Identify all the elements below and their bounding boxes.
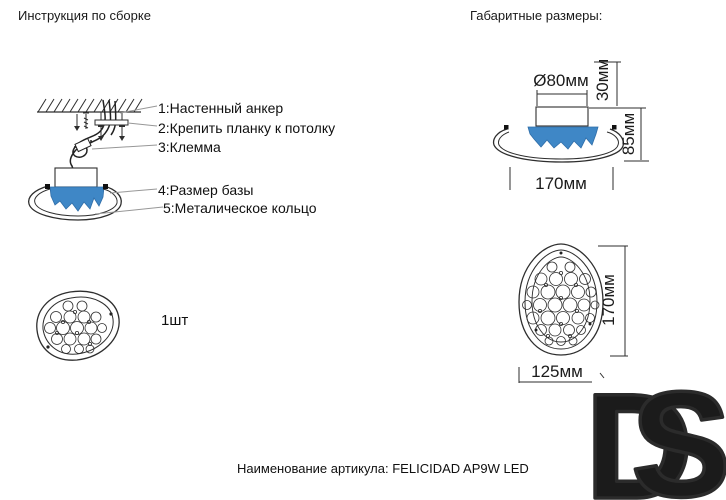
anchor-screw [74,112,89,131]
lamp-base [54,167,98,188]
dim-width: 170мм [535,174,587,193]
dim-base-height-lines [594,61,621,106]
side-view-crystals [527,126,599,150]
ds-logo: D S [583,376,726,500]
instruction-title: Инструкция по сборке [18,8,151,23]
part-label-3: 3:Клемма [158,139,221,155]
article-value: FELICIDAD AP9W LED [392,461,529,476]
front-view-drawing: 170мм 125мм [518,243,628,383]
mounting-plate [94,111,129,141]
leader-lines [91,105,164,215]
part-label-1: 1:Настенный анкер [158,100,284,116]
dim-front-height: 170мм [599,274,618,326]
dim-base-height: 30мм [593,59,612,101]
assembly-diagram [28,98,164,221]
wires [69,99,117,170]
part-label-4: 4:Размер базы [158,182,254,198]
metal-ring [28,184,122,221]
dim-width-lines [509,167,614,190]
dim-total-height-lines [589,107,649,162]
part-label-2: 2:Крепить планку к потолку [158,120,336,136]
dim-diameter-lines [536,90,588,106]
dim-front-width-lines [518,367,605,383]
crystal-pattern-front [522,261,600,346]
part-label-5: 5:Металическое кольцо [163,200,317,216]
article-text: Наименование артикула: FELICIDAD AP9W LE… [237,461,529,476]
side-view-ring [492,125,625,163]
logo-letter-s: S [631,376,726,500]
dimensions-title: Габаритные размеры: [470,8,603,23]
lamp-front-view-small [36,290,120,361]
quantity-label: 1шт [161,312,189,329]
dim-front-height-lines [598,245,628,357]
side-view-drawing: Ø80мм 30мм 85мм 170мм [492,59,649,193]
crystal-fringe [49,186,105,212]
crystal-pattern-left [44,300,107,354]
logo-letter-d: D [585,376,693,500]
dim-front-width: 125мм [531,362,583,381]
terminal-block [74,137,92,153]
article-label: Наименование артикула: [237,461,389,476]
dim-diameter: Ø80мм [533,71,589,90]
dim-total-height: 85мм [619,113,638,155]
side-view-base [535,106,589,127]
ceiling-hatch [37,98,143,113]
